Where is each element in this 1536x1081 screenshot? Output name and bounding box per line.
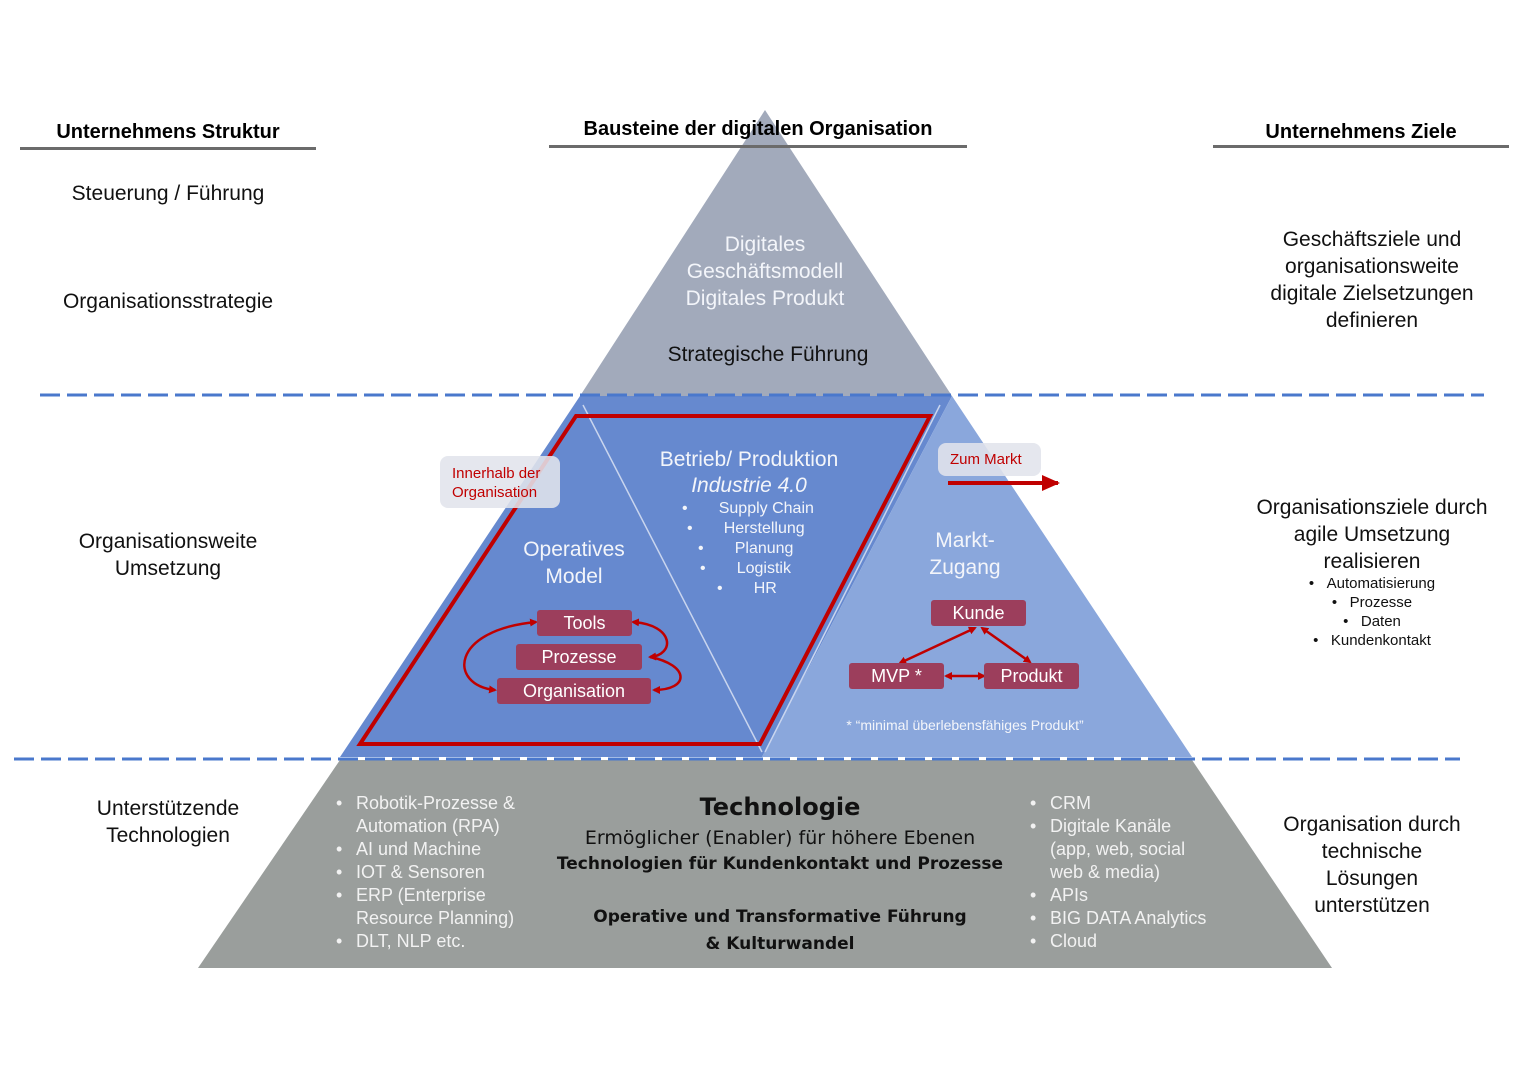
technologie-line1: Ermöglicher (Enabler) für höhere Ebenen bbox=[584, 827, 976, 849]
label-organisationsweite-umsetzung: Organisationsweite Umsetzung bbox=[78, 530, 258, 580]
tech-list-left: Robotik-Prozesse & Automation (RPA) AI u… bbox=[334, 792, 564, 953]
column-header-left: Unternehmens Struktur bbox=[56, 121, 280, 143]
arrow-kunde-mvp bbox=[898, 626, 977, 665]
technologie-title: Technologie bbox=[699, 793, 861, 821]
tech-item: AI und Machine bbox=[334, 838, 564, 861]
tech-item: ERP (Enterprise bbox=[334, 884, 564, 907]
goal-bullet: • Daten bbox=[1343, 613, 1401, 630]
tech-item: Cloud bbox=[1028, 930, 1248, 953]
betrieb-item: • Supply Chain bbox=[682, 500, 814, 517]
goal-bottom: Organisation durch technische Lösungen u… bbox=[1283, 813, 1461, 917]
pyramid-top-tier bbox=[580, 110, 952, 396]
tech-item: BIG DATA Analytics bbox=[1028, 907, 1248, 930]
tech-item: Digitale Kanäle bbox=[1028, 815, 1248, 838]
arrow-tools-prozesse bbox=[631, 618, 669, 661]
header-underline-right bbox=[1213, 145, 1509, 148]
arrow-kunde-produkt bbox=[980, 626, 1032, 664]
pill-produkt: Produkt bbox=[984, 663, 1079, 689]
markt-zugang-title: Markt- Zugang bbox=[929, 529, 1001, 579]
goal-middle: Organisationsziele durch agile Umsetzung… bbox=[1256, 496, 1488, 573]
tech-item: CRM bbox=[1028, 792, 1248, 815]
divider-line-left bbox=[582, 404, 763, 753]
mvp-footnote: * “minimal überlebensfähiges Produkt” bbox=[846, 717, 1084, 733]
inside-organisation-frame bbox=[356, 414, 934, 746]
goal-bullet: • Automatisierung bbox=[1308, 575, 1436, 592]
goal-bullet: • Prozesse bbox=[1331, 594, 1413, 611]
technologie-line4: & Kulturwandel bbox=[705, 934, 855, 954]
top-tier-text: Digitales Geschäftsmodell Digitales Prod… bbox=[685, 233, 845, 310]
pill-tools: Tools bbox=[537, 610, 632, 636]
betrieb-item: • Logistik bbox=[700, 560, 791, 577]
goal-bullet: • Kundenkontakt bbox=[1313, 632, 1431, 649]
callout-zum-markt: Zum Markt bbox=[938, 443, 1041, 476]
tech-item: (app, web, social bbox=[1050, 839, 1186, 859]
tech-item: IOT & Sensoren bbox=[334, 861, 564, 884]
divider-line-right bbox=[764, 404, 941, 753]
top-tier-subtitle: Strategische Führung bbox=[667, 343, 869, 366]
pill-mvp: MVP * bbox=[849, 663, 944, 689]
betrieb-item: • HR bbox=[717, 580, 777, 597]
betrieb-list: • Supply Chain • Herstellung • Planung •… bbox=[660, 499, 860, 599]
header-underline-center bbox=[549, 145, 967, 148]
header-underline-left bbox=[20, 147, 316, 150]
goal-top: Geschäftsziele und organisationsweite di… bbox=[1270, 228, 1474, 332]
betrieb-item: • Planung bbox=[698, 540, 794, 557]
tech-item: Resource Planning) bbox=[356, 908, 515, 928]
column-header-right: Unternehmens Ziele bbox=[1265, 121, 1457, 143]
label-steuerung: Steuerung / Führung bbox=[71, 182, 265, 205]
pill-organisation: Organisation bbox=[497, 678, 651, 704]
arrow-prozesse-organisation bbox=[649, 655, 682, 694]
technologie-line2: Technologien für Kundenkontakt und Proze… bbox=[556, 854, 1004, 874]
label-organisationsstrategie: Organisationsstrategie bbox=[62, 290, 274, 313]
technologie-line3: Operative und Transformative Führung bbox=[593, 907, 967, 927]
operatives-model-title: Operatives Model bbox=[523, 538, 625, 588]
tech-list-right: CRM Digitale Kanäle (app, web, social we… bbox=[1028, 792, 1248, 953]
betrieb-title: Betrieb/ Produktion bbox=[659, 448, 839, 471]
betrieb-subtitle: Industrie 4.0 bbox=[691, 474, 807, 497]
tech-item: APIs bbox=[1028, 884, 1248, 907]
pill-kunde: Kunde bbox=[931, 600, 1026, 626]
pill-prozesse: Prozesse bbox=[516, 644, 642, 670]
betrieb-item: • Herstellung bbox=[687, 520, 805, 537]
tech-item: DLT, NLP etc. bbox=[334, 930, 564, 953]
label-unterstuetzende-technologien: Unterstützende Technologien bbox=[96, 797, 240, 847]
tech-item: Robotik-Prozesse & bbox=[334, 792, 564, 815]
tech-item: Automation (RPA) bbox=[356, 816, 500, 836]
column-header-center: Bausteine der digitalen Organisation bbox=[583, 118, 933, 140]
arrow-tools-organisation bbox=[463, 618, 538, 694]
goal-middle-bullets: • Automatisierung • Prozesse • Daten • K… bbox=[1222, 574, 1522, 650]
tech-item: web & media) bbox=[1050, 862, 1161, 882]
callout-inside-organisation: Innerhalb der Organisation bbox=[440, 456, 560, 508]
